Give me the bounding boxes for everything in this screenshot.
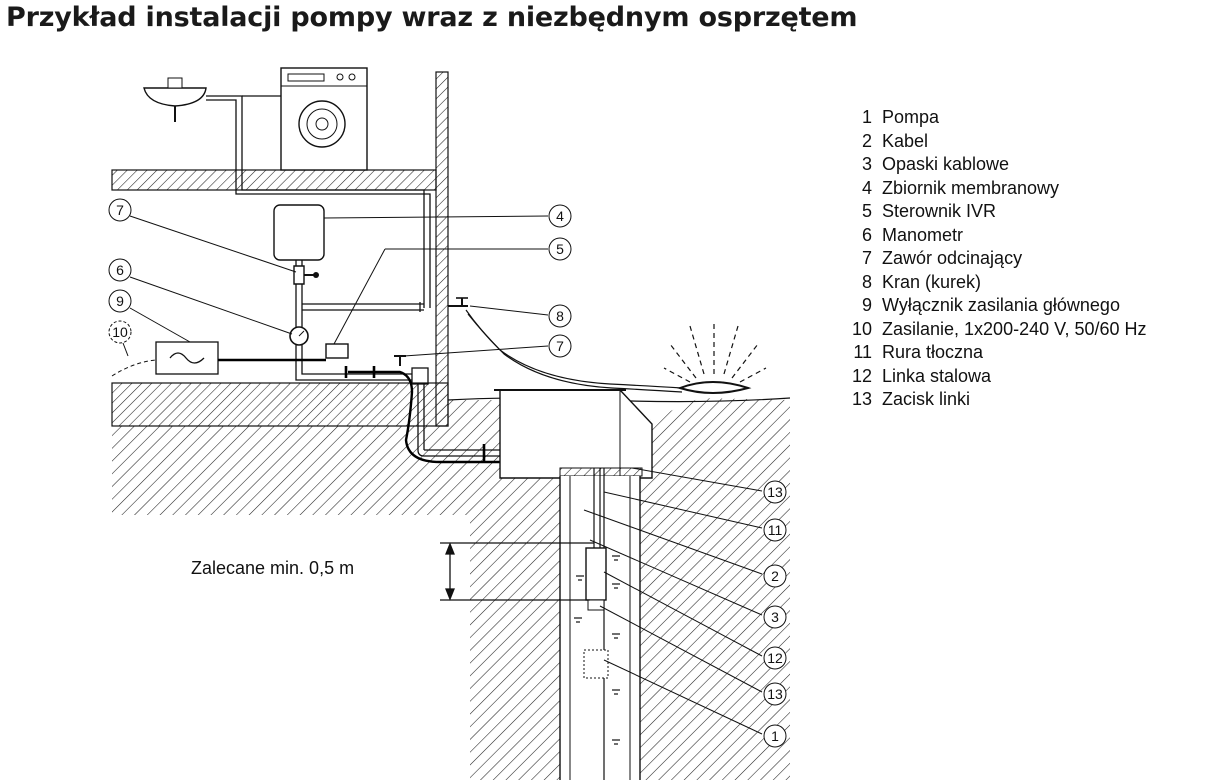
legend-number: 4 <box>861 177 872 198</box>
legend-number: 10 <box>851 318 872 339</box>
pump-icon <box>583 547 609 679</box>
legend-number: 7 <box>861 248 872 268</box>
legend-number: 12 <box>851 365 872 386</box>
legend-label: Kran (kurek) <box>882 271 982 292</box>
well-chamber <box>494 389 653 479</box>
callout-6: 6 <box>108 258 132 282</box>
callout-3: 3 <box>763 605 787 629</box>
legend-number: 6 <box>861 224 872 245</box>
legend-number: 2 <box>861 130 872 151</box>
legend-item: 1 Pompa <box>840 106 1147 130</box>
legend-label: Opaski kablowe <box>882 154 1010 174</box>
legend-number: 9 <box>861 295 872 315</box>
legend-number: 13 <box>851 389 872 409</box>
legend-item: 4 Zbiornik membranowy <box>840 177 1147 201</box>
svg-text:8: 8 <box>556 308 564 324</box>
legend-label: Linka stalowa <box>882 365 992 386</box>
svg-text:4: 4 <box>556 208 564 224</box>
svg-text:11: 11 <box>768 522 783 538</box>
legend-label: Sterownik IVR <box>882 201 997 221</box>
legend-label: Zacisk linki <box>882 389 971 409</box>
legend-label: Pompa <box>882 107 940 127</box>
svg-text:3: 3 <box>771 609 779 625</box>
legend-label: Zbiornik membranowy <box>882 177 1060 198</box>
callout-8: 8 <box>548 304 572 328</box>
callout-7-upper: 7 <box>108 198 132 222</box>
depth-dimension <box>440 542 594 601</box>
callout-12: 12 <box>763 646 787 670</box>
svg-text:12: 12 <box>767 650 783 666</box>
callout-7-lower: 7 <box>548 334 572 358</box>
floor-slab <box>111 382 449 427</box>
legend-number: 3 <box>861 154 872 174</box>
legend-label: Zawór odcinający <box>882 248 1023 268</box>
svg-text:10: 10 <box>112 324 128 340</box>
legend-item: 7 Zawór odcinający <box>840 247 1147 271</box>
svg-text:6: 6 <box>116 262 124 278</box>
legend-item: 10 Zasilanie, 1x200-240 V, 50/60 Hz <box>840 318 1147 342</box>
tap-icon <box>448 297 468 307</box>
legend-item: 12 Linka stalowa <box>840 365 1147 389</box>
svg-text:5: 5 <box>556 241 564 257</box>
legend-label: Zasilanie, 1x200-240 V, 50/60 Hz <box>882 318 1147 339</box>
callout-10: 10 <box>108 320 132 344</box>
svg-text:13: 13 <box>767 686 783 702</box>
legend-number: 5 <box>861 201 872 221</box>
legend-label: Wyłącznik zasilania głównego <box>882 295 1120 315</box>
legend-item: 8 Kran (kurek) <box>840 271 1147 295</box>
legend-number: 11 <box>853 342 872 362</box>
legend-number: 1 <box>861 107 872 127</box>
water-level-marks <box>574 555 620 745</box>
garden-hose-inner <box>467 313 683 393</box>
svg-text:9: 9 <box>116 293 124 309</box>
svg-text:13: 13 <box>767 484 783 500</box>
callout-1: 1 <box>763 724 787 748</box>
legend-item: 11 Rura tłoczna <box>840 341 1147 365</box>
callout-leaders <box>122 215 763 735</box>
callout-11: 11 <box>763 518 787 542</box>
legend-label: Rura tłoczna <box>882 342 984 362</box>
legend-label: Manometr <box>882 224 964 245</box>
main-switch-icon <box>155 341 219 375</box>
legend-number: 8 <box>861 271 872 292</box>
legend-item: 13 Zacisk linki <box>840 388 1147 412</box>
delivery-pipe <box>593 468 605 780</box>
ivr-controller-icon <box>325 343 349 359</box>
depth-note: Zalecane min. 0,5 m <box>191 558 355 578</box>
svg-text:7: 7 <box>556 338 564 354</box>
callout-4: 4 <box>548 204 572 228</box>
callout-5: 5 <box>548 237 572 261</box>
ceiling-slab <box>111 169 437 191</box>
legend-item: 5 Sterownik IVR <box>840 200 1147 224</box>
ground-soil <box>112 398 790 780</box>
page-title: Przykład instalacji pompy wraz z niezbęd… <box>6 2 858 33</box>
callout-13-lower: 13 <box>763 682 787 706</box>
manometer-icon <box>289 326 309 346</box>
power-supply-line <box>111 359 157 377</box>
legend-item: 3 Opaski kablowe <box>840 153 1147 177</box>
shutoff-valve-lower-icon <box>394 355 406 366</box>
washing-machine-icon <box>280 67 368 171</box>
callout-2: 2 <box>763 564 787 588</box>
callout-9: 9 <box>108 289 132 313</box>
legend: 1 Pompa 2 Kabel 3 Opaski kablowe 4 Zbiornik … <box>840 106 1147 412</box>
legend-item: 9 Wyłącznik zasilania głównego <box>840 294 1147 318</box>
legend-item: 2 Kabel <box>840 130 1147 154</box>
svg-text:7: 7 <box>116 202 124 218</box>
membrane-tank-icon <box>273 204 325 261</box>
svg-text:1: 1 <box>771 728 779 744</box>
washbasin-icon <box>143 77 207 122</box>
shutoff-valve-upper-icon <box>293 265 319 285</box>
legend-item: 6 Manometr <box>840 224 1147 248</box>
legend-label: Kabel <box>882 130 929 151</box>
svg-text:2: 2 <box>771 568 779 584</box>
callout-13-upper: 13 <box>763 480 787 504</box>
sprinkler-icon <box>663 320 767 394</box>
